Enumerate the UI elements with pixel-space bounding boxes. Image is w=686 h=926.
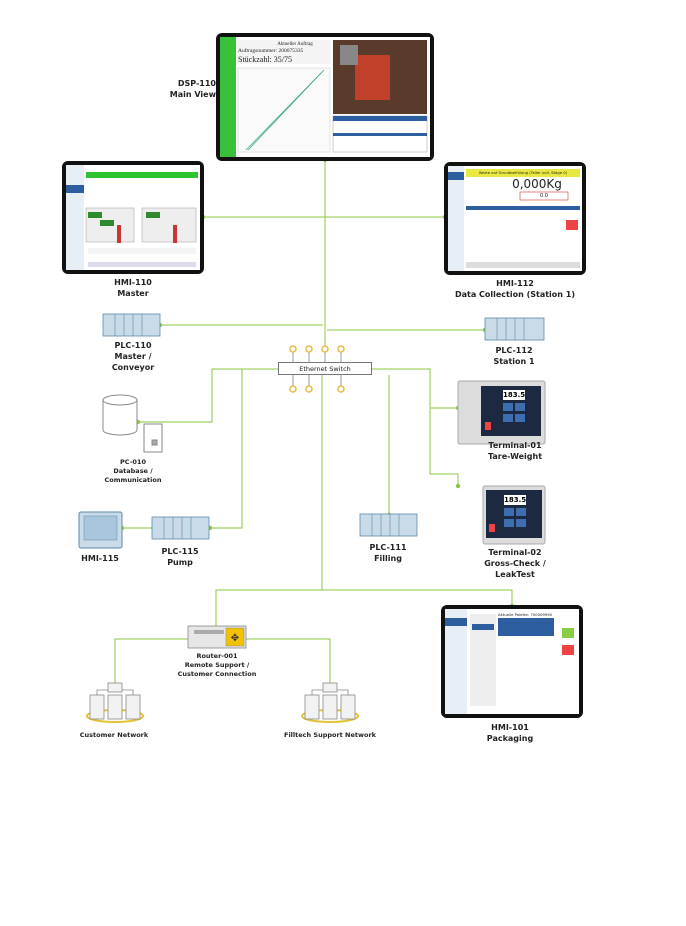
switch-ports [292,352,342,386]
terminal01-display: 183.5 [503,391,526,399]
plc111-drawing[interactable] [359,513,418,537]
hmi101-name: HMI-101 [491,723,529,732]
terminal02-device[interactable] [482,485,546,545]
plc110-label: PLC-110 Master / Conveyor [93,340,173,373]
customer-network-icon[interactable] [86,682,144,723]
pc010-label: PC-010 Database / Communication [88,458,178,485]
connection-links [114,158,513,688]
router001-name: Router-001 [196,652,238,660]
hmi112-name: HMI-112 [496,279,534,288]
link-router-switch [215,589,322,628]
ethernet-switch[interactable]: Ethernet Switch [278,362,372,375]
link-pc010-switch [138,368,278,423]
plc111-name: PLC-111 [369,543,407,552]
terminal01-label: Terminal-01 Tare-Weight [475,440,555,462]
hmi115-label: HMI-115 [70,553,130,564]
hmi110-sub: Master [117,289,149,298]
terminal02-display: 183.5 [504,496,527,504]
dsp110-screen[interactable] [216,33,434,161]
hmi101-screen-title: Aktuelle Palette: 700009990 [498,612,553,617]
plc115-name: PLC-115 [161,547,199,556]
hmi112-screen-weight: 0,000Kg [512,177,562,191]
plc112-sub: Station 1 [493,357,535,366]
router001-sub1: Remote Support / [184,661,250,669]
terminal02-sub1: Gross-Check / [484,559,546,568]
link-terminal01-switch [372,368,458,409]
terminal02-sub2: LeakTest [495,570,535,579]
terminal01-name: Terminal-01 [488,441,542,450]
svg-text:✥: ✥ [231,633,239,644]
filltech-network-icon[interactable] [301,682,359,723]
plc115-sub: Pump [167,558,193,567]
link-router-customer [114,638,188,688]
link-terminal02-switch [429,408,459,486]
plc110-sub1: Master / [114,352,152,361]
customer-network-label: Customer Network [79,731,149,739]
hmi115-name: HMI-115 [81,554,119,563]
router001-device[interactable]: ✥ [187,625,247,649]
hmi112-sub: Data Collection (Station 1) [454,290,575,299]
plc111-sub: Filling [374,554,402,563]
plc115-drawing[interactable] [151,516,210,540]
plc112-label: PLC-112 Station 1 [474,345,554,367]
plc110-drawing[interactable] [102,313,161,337]
hmi110-screen[interactable] [62,161,204,274]
link-router-filltech [246,638,331,688]
plc111-label: PLC-111 Filling [348,542,428,564]
dsp110-name: DSP-110 [177,79,216,88]
pc010-database-icon[interactable] [102,394,163,453]
terminal01-device[interactable] [457,380,546,445]
plc112-name: PLC-112 [495,346,533,355]
dsp110-screen-title: Aktueller Auftrag [277,42,313,47]
hmi112-screen-value: 0.0 [540,193,548,199]
dsp110-label: DSP-110 Main View [150,78,216,100]
hmi101-sub: Packaging [486,734,534,743]
router001-sub2: Customer Connection [177,670,257,678]
plc110-name: PLC-110 [114,341,152,350]
filltech-network-label: Filltech Support Network [284,731,376,739]
dsp110-screen-order: Auftragsnummer: 200075335 [238,48,304,54]
hmi101-screen[interactable] [441,605,583,718]
hmi112-screen[interactable] [444,162,586,275]
hmi110-label: HMI-110 Master [83,277,183,299]
hmi112-screen-title: Warte auf Grundbefüllung (Teller voll, S… [478,170,568,175]
pc010-name: PC-010 [120,458,146,466]
pc010-sub1: Database / [113,467,153,475]
link-hmi101-switch [321,375,513,606]
link-plc115-switch [210,368,263,529]
hmi115-panel[interactable] [78,511,123,549]
router001-label: Router-001 Remote Support / Customer Con… [162,652,272,679]
terminal02-label: Terminal-02 Gross-Check / LeakTest [475,547,555,580]
hmi110-name: HMI-110 [114,278,152,287]
pc010-sub2: Communication [104,476,162,484]
hmi112-label: HMI-112 Data Collection (Station 1) [445,278,585,300]
terminal02-name: Terminal-02 [488,548,542,557]
terminal01-sub: Tare-Weight [487,452,543,461]
switch-port-circles [289,345,345,393]
plc110-sub2: Conveyor [111,363,155,372]
plc112-drawing[interactable] [484,317,545,341]
hmi101-label: HMI-101 Packaging [470,722,550,744]
plc115-label: PLC-115 Pump [140,546,220,568]
dsp110-sub: Main View [169,90,216,99]
dsp110-screen-count: Stückzahl: 35/75 [238,55,292,64]
